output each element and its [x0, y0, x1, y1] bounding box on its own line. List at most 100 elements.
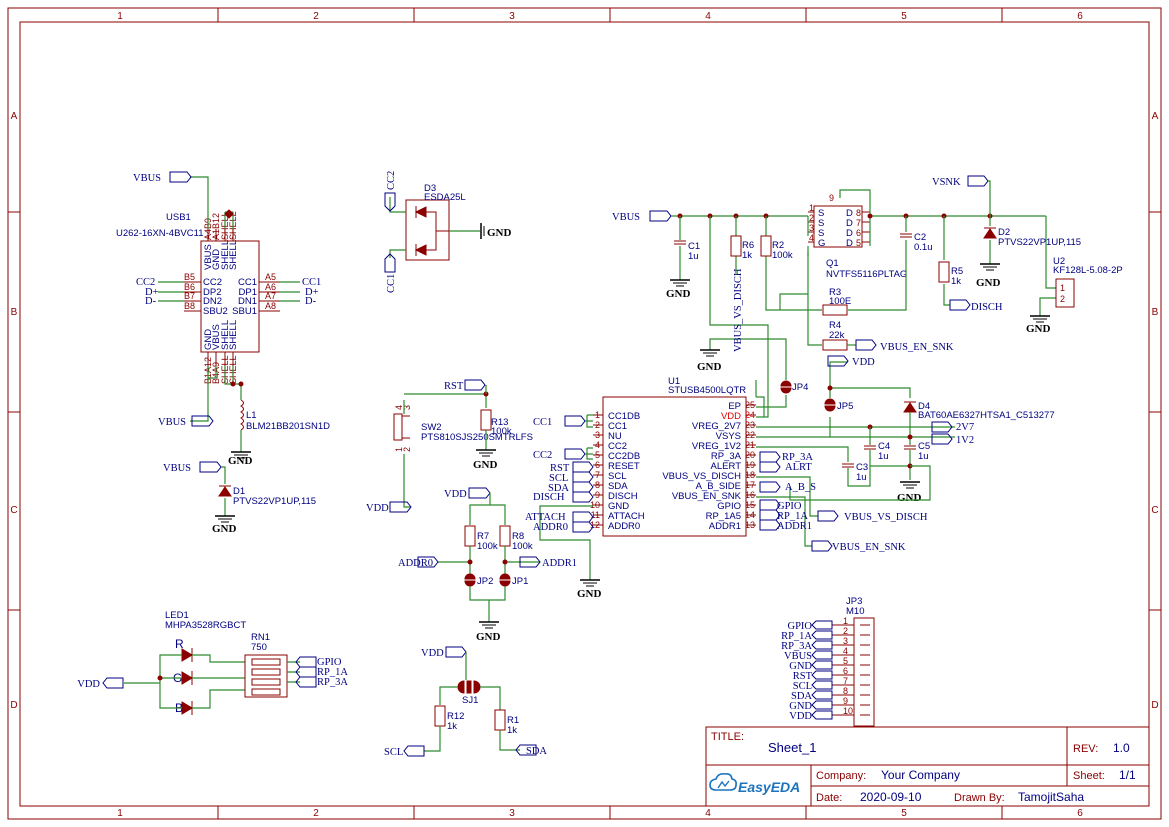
svg-text:SW2: SW2 — [421, 422, 442, 433]
gnd-symbol: GND — [473, 449, 498, 471]
gnd-symbol: GND — [666, 279, 691, 300]
c5-capacitor: C5 1u — [904, 441, 930, 462]
svg-text:C1: C1 — [688, 241, 700, 252]
u1-pin-number: 5 — [595, 450, 600, 460]
u1-pin-number: 16 — [745, 490, 755, 500]
jp5-jumper: JP5 — [824, 398, 853, 412]
net-flag-addr1: ADDR1 — [519, 556, 577, 569]
svg-text:A5: A5 — [265, 272, 276, 282]
u1-pin-number: 25 — [745, 400, 755, 410]
svg-text:R7: R7 — [477, 531, 489, 542]
rev-label: REV: — [1073, 743, 1098, 755]
svg-text:B6: B6 — [184, 282, 195, 292]
u1-pin-name: CC2 — [608, 441, 627, 452]
net-flag-1v2: 1V2 — [931, 433, 974, 446]
u1-pin-number: 19 — [745, 460, 755, 470]
svg-text:SBU1: SBU1 — [232, 306, 257, 317]
svg-text:U2: U2 — [1053, 256, 1065, 267]
gnd-symbol: GND — [480, 223, 512, 239]
net-flag-cc2: CC2 — [384, 171, 397, 212]
q1-pin-number: 6 — [856, 228, 861, 238]
net-flag-cc1: CC1 — [384, 253, 397, 293]
net-label-dn: D- — [145, 296, 157, 307]
net-flag-vbus-en-snk: VBUS_EN_SNK — [855, 339, 954, 353]
net-flag-vbus: VBUS — [163, 461, 222, 474]
u1-pin-number: 3 — [595, 430, 600, 440]
svg-text:PTS810SJS250SMTRLFS: PTS810SJS250SMTRLFS — [421, 432, 533, 443]
svg-text:LED1: LED1 — [165, 610, 189, 621]
q1-pin-name: S — [818, 228, 824, 239]
jp3-pin-number: 5 — [843, 656, 848, 666]
svg-text:JP2: JP2 — [477, 576, 493, 587]
svg-text:100k: 100k — [477, 541, 498, 552]
usb1-value: U262-16XN-4BVC11 — [116, 228, 203, 239]
svg-text:SHELL: SHELL — [228, 240, 239, 270]
u1-stusb4500: U1 STUSB4500LQTR — [602, 376, 747, 537]
jp3-net-label: GND — [789, 661, 812, 672]
u1-pin-name: EP — [728, 401, 741, 412]
svg-text:R1: R1 — [507, 715, 519, 726]
jp3-pin-number: 7 — [843, 676, 848, 686]
svg-text:1u: 1u — [688, 251, 699, 262]
net-flag-vbus-en-snk: VBUS_EN_SNK — [811, 540, 906, 553]
svg-text:1k: 1k — [742, 250, 752, 261]
gnd-symbol: GND — [1026, 315, 1051, 335]
svg-text:4: 4 — [394, 405, 404, 410]
net-flag-addr0: ADDR0 — [398, 556, 439, 569]
q1-pin-name: G — [818, 238, 825, 249]
svg-text:RP_3A: RP_3A — [782, 452, 813, 463]
net-flag-vdd: VDD — [827, 355, 875, 368]
r5-resistor: R5 1k — [938, 261, 963, 287]
r1-resistor: R1 1k — [494, 709, 519, 736]
jp3-pin-number: 2 — [843, 626, 848, 636]
svg-text:M10: M10 — [846, 606, 864, 617]
u1-pin-name: CC1DB — [608, 411, 640, 422]
net-flag-vdd: VDD — [366, 501, 412, 514]
svg-text:GND: GND — [211, 249, 222, 270]
svg-text:VDD: VDD — [77, 679, 100, 690]
svg-text:CC1: CC1 — [238, 277, 257, 288]
svg-text:CC1: CC1 — [533, 417, 552, 428]
svg-text:VBUS_VS_DISCH: VBUS_VS_DISCH — [844, 512, 928, 523]
svg-text:C3: C3 — [856, 462, 868, 473]
d2-tvs-diode: D2 PTVS22VP1UP,115 — [983, 227, 1081, 248]
c2-capacitor: C2 0.1u — [900, 232, 933, 253]
u1-pin-name: VBUS_EN_SNK — [672, 491, 742, 502]
q1-pin-number: 2 — [809, 213, 814, 223]
net-flag-scl: SCL — [549, 471, 594, 484]
svg-text:STUSB4500LQTR: STUSB4500LQTR — [668, 385, 746, 396]
svg-text:SHELL: SHELL — [220, 240, 231, 270]
u1-pin-number: 11 — [591, 510, 600, 520]
svg-text:GND: GND — [473, 459, 498, 471]
u1-right-pins: 25EP24VDD23VREG_2V722VSYS21VREG_1V220RP_… — [662, 400, 756, 532]
u1-pin-number: 10 — [590, 500, 600, 510]
row-label: B — [11, 307, 18, 318]
svg-text:R12: R12 — [447, 711, 464, 722]
svg-text:D2: D2 — [998, 227, 1010, 238]
svg-text:2: 2 — [1060, 294, 1065, 304]
sheet-title: Sheet_1 — [768, 740, 816, 755]
gnd-symbol: GND — [577, 579, 602, 600]
svg-text:CC2: CC2 — [203, 277, 222, 288]
sheet-label: Sheet: — [1073, 770, 1105, 782]
svg-text:JP3: JP3 — [846, 596, 862, 607]
svg-text:R13: R13 — [491, 417, 508, 428]
svg-text:B7: B7 — [184, 291, 195, 301]
u2-terminal-block: 1 2 U2 KF128L-5.08-2P — [1053, 256, 1123, 308]
u1-pin-name: ADDR1 — [709, 521, 741, 532]
gnd-symbol: GND — [697, 349, 722, 373]
svg-text:C5: C5 — [918, 441, 930, 452]
u1-pin-name: ALERT — [711, 461, 742, 472]
jp4-jumper: JP4 — [780, 380, 808, 394]
row-label: C — [10, 505, 17, 516]
svg-text:100k: 100k — [491, 426, 512, 437]
u1-pin-number: 17 — [745, 480, 755, 490]
svg-text:100k: 100k — [512, 541, 533, 552]
u1-pin-name: GPIO — [717, 501, 741, 512]
svg-text:100k: 100k — [772, 250, 793, 261]
q1-pmosfet: 9 Q1 NVTFS5116PLTAG — [813, 193, 907, 280]
svg-text:1k: 1k — [507, 725, 517, 736]
u1-pin-name: VSYS — [716, 431, 741, 442]
svg-text:GND: GND — [976, 277, 1001, 289]
l1-inductor: L1 BLM21BB201SN1D — [240, 399, 330, 432]
